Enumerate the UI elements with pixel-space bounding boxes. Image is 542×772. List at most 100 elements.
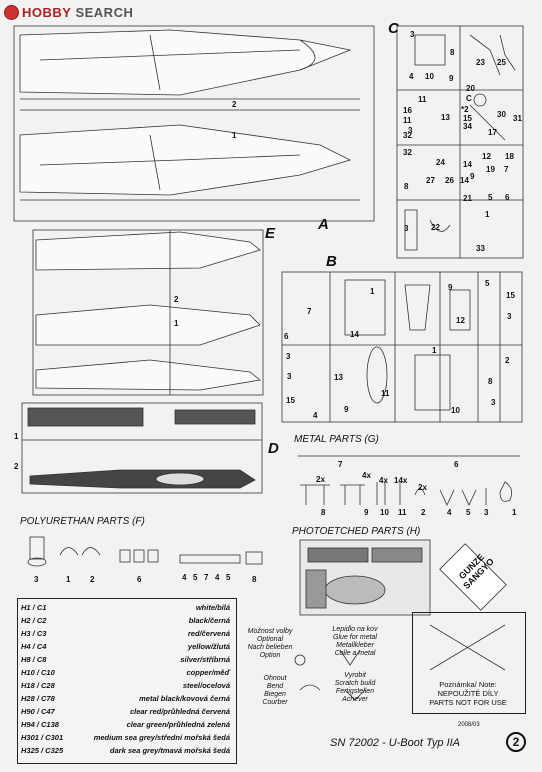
color-code: H90 / C47: [21, 707, 55, 716]
unused-parts-note: Poznámka/ Note: NEPOUŽITÉ DÍLY PARTS NOT…: [413, 680, 523, 707]
poly-part-number: 4: [182, 573, 187, 582]
part-number: 2: [174, 295, 179, 304]
part-number: 4: [313, 411, 318, 420]
part-number: 12: [456, 316, 465, 325]
color-code: H94 / C138: [21, 720, 59, 729]
watermark-first: HOBBY: [22, 5, 72, 20]
part-number: 11: [381, 389, 390, 398]
part-number: 4: [409, 72, 414, 81]
metal-parts-title: METAL PARTS (G): [294, 434, 379, 445]
watermark: HOBBY SEARCH: [4, 4, 133, 21]
metal-part-number: 3: [484, 508, 489, 517]
color-name: steel/ocelová: [182, 681, 230, 690]
part-number: 1: [14, 432, 19, 441]
color-name: clear red/průhledná červená: [129, 707, 230, 716]
color-code: H8 / C8: [21, 655, 47, 664]
color-code: H325 / C325: [21, 746, 64, 755]
polyurethan-parts-title: POLYURETHAN PARTS (F): [20, 516, 145, 527]
part-number: 14: [350, 330, 359, 339]
note-line-1: NEPOUŽITÉ DÍLY: [437, 689, 499, 698]
part-number: 27: [426, 176, 435, 185]
part-number: 11: [418, 95, 427, 104]
part-number: 18: [505, 152, 514, 161]
metal-part-count: 4x: [379, 476, 388, 485]
metal-part-number: 10: [380, 508, 389, 517]
part-number: 8: [488, 377, 493, 386]
sprue-b-frame: [281, 271, 523, 423]
part-number: 3: [408, 126, 413, 135]
part-number: 21: [463, 194, 472, 203]
page-number: 2: [506, 732, 526, 752]
color-name: metal black/kovová černá: [139, 694, 230, 703]
sprue-e-frame: [32, 229, 264, 396]
metal-part-number: 8: [321, 508, 326, 517]
metal-part-number: 1: [512, 508, 517, 517]
part-number: 31: [513, 114, 522, 123]
color-name: clear green/průhledná zelená: [126, 720, 230, 729]
part-number: 3: [287, 372, 292, 381]
color-name: yellow/žlutá: [187, 642, 230, 651]
part-number: 15: [286, 396, 295, 405]
part-number: 6: [505, 193, 510, 202]
part-number: 8: [404, 182, 409, 191]
part-number: 1: [485, 210, 490, 219]
part-number: 13: [441, 113, 450, 122]
part-number: 15: [506, 291, 515, 300]
unused-parts-box: [412, 612, 526, 714]
part-number: 12: [482, 152, 491, 161]
color-code: H2 / C2: [21, 616, 47, 625]
color-name: black/černá: [188, 616, 230, 625]
part-number: 3: [286, 352, 291, 361]
part-number: 3: [404, 224, 409, 233]
color-code: H10 / C10: [21, 668, 55, 677]
color-row: H2 / C2 black/černá: [18, 616, 236, 628]
sprue-a-frame: [13, 25, 375, 222]
metal-part-number: 6: [454, 460, 459, 469]
hobby-search-logo-icon: [4, 5, 19, 20]
part-number: 19: [486, 165, 495, 174]
color-code: H1 / C1: [21, 603, 47, 612]
sprue-b-letter: B: [326, 253, 337, 270]
part-number: 6: [284, 332, 289, 341]
part-number: 26: [445, 176, 454, 185]
part-number: 33: [476, 244, 485, 253]
note-line-2: PARTS NOT FOR USE: [429, 698, 507, 707]
note-heading: Poznámka/ Note:: [439, 680, 497, 689]
color-name: dark sea grey/tmavá mořská šedá: [109, 746, 230, 755]
color-name: red/červená: [187, 629, 230, 638]
sprue-d-letter: D: [268, 440, 279, 457]
poly-part-number: 8: [252, 575, 257, 584]
part-number: 13: [334, 373, 343, 382]
part-number: 2: [232, 100, 237, 109]
color-code: H301 / C301: [21, 733, 64, 742]
sprue-c-letter: C: [388, 20, 399, 37]
part-number: 17: [488, 128, 497, 137]
part-number: 9: [449, 74, 454, 83]
poly-part-number: 7: [204, 573, 209, 582]
part-number: 23: [476, 58, 485, 67]
part-number: *2: [461, 105, 469, 114]
part-number: 32: [403, 148, 412, 157]
part-number: 9: [448, 283, 453, 292]
part-number: 3: [507, 312, 512, 321]
poly-part-number: 4: [215, 573, 220, 582]
part-number: 32: [403, 131, 412, 140]
poly-part-number: 5: [193, 573, 198, 582]
part-number: 10: [451, 406, 460, 415]
color-row: H94 / C138 clear green/průhledná zelená: [18, 720, 236, 732]
part-number: 3: [410, 30, 415, 39]
kit-title: SN 72002 - U-Boot Typ IIA: [330, 737, 461, 749]
part-number: 5: [485, 279, 490, 288]
part-number: 7: [504, 165, 509, 174]
